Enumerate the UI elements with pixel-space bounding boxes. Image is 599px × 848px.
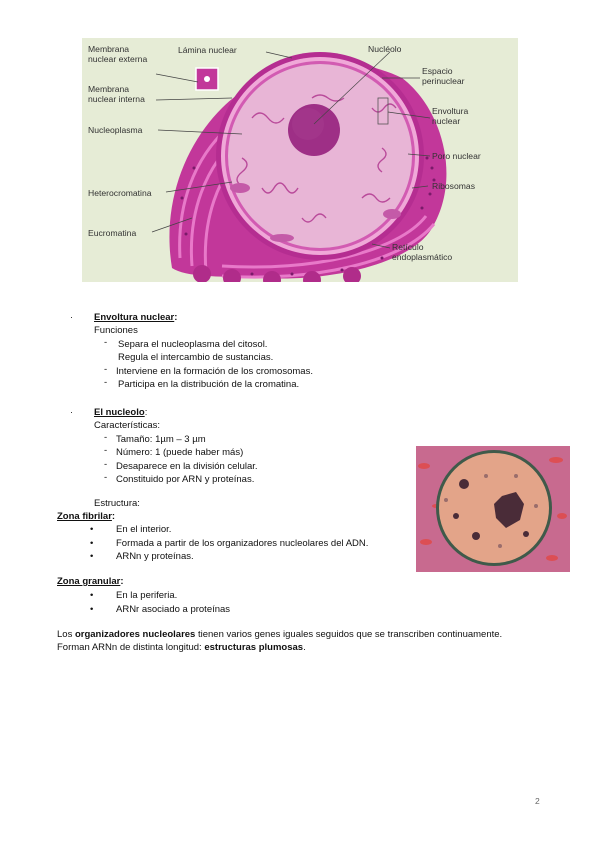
subheading-caracteristicas: Características: <box>94 420 160 431</box>
dash-bullet: - <box>104 459 108 470</box>
round-bullet: • <box>90 551 94 562</box>
paragraph-text: tienen varios genes iguales seguidos que… <box>195 629 503 640</box>
nucleus-micrograph <box>416 446 570 572</box>
paragraph-text: Forman ARNn de distinta longitud: <box>57 642 205 653</box>
heading-nucleolo-colon: : <box>144 407 148 418</box>
dash-bullet: - <box>104 445 108 456</box>
heading-envoltura-text: Envoltura nuclear <box>94 312 175 323</box>
heading-envoltura-colon: : <box>174 312 178 323</box>
label-envoltura-nuclear: Envoltura nuclear <box>432 106 469 126</box>
paragraph-bold: estructuras plumosas <box>204 642 304 653</box>
dash-bullet: - <box>104 377 108 388</box>
label-ribosomas: Ribosomas <box>432 181 475 191</box>
label-espacio-perinuclear: Espacio perinuclear <box>422 66 465 86</box>
round-bullet: • <box>90 604 94 615</box>
list-item: Número: 1 (puede haber más) <box>116 447 244 458</box>
paragraph-line-1: Los organizadores nucleolares tienen var… <box>57 629 502 641</box>
dash-bullet: - <box>104 364 108 375</box>
heading-zona-granular-colon: : <box>120 576 124 587</box>
label-nucleoplasma: Nucleoplasma <box>88 125 143 135</box>
heading-envoltura: Envoltura nuclear: <box>94 312 177 324</box>
dash-bullet: - <box>104 432 108 443</box>
list-item: Formada a partir de los organizadores nu… <box>116 538 369 549</box>
section-bullet: · <box>70 407 73 417</box>
page-number: 2 <box>535 796 540 806</box>
label-membrana-interna: Membrana nuclear interna <box>88 84 145 104</box>
list-item: En el interior. <box>116 524 172 535</box>
label-heterocromatina: Heterocromatina <box>88 188 152 198</box>
heading-zona-fibrilar-text: Zona fibrilar <box>57 511 112 522</box>
list-item: Separa el nucleoplasma del citosol. <box>118 339 268 350</box>
list-item: Constituido por ARN y proteínas. <box>116 474 255 485</box>
section-bullet: · <box>70 312 73 322</box>
subheading-funciones: Funciones <box>94 325 138 336</box>
list-item: Desaparece en la división celular. <box>116 461 258 472</box>
heading-nucleolo: El nucleolo: <box>94 407 147 419</box>
heading-zona-granular: Zona granular: <box>57 576 124 588</box>
heading-zona-granular-text: Zona granular <box>57 576 121 587</box>
label-nucleolo: Nucléolo <box>368 44 402 54</box>
list-item: Interviene en la formación de los cromos… <box>116 366 313 377</box>
label-lamina-nuclear: Lámina nuclear <box>178 45 237 55</box>
label-membrana-externa: Membrana nuclear externa <box>88 44 148 64</box>
paragraph-text: . <box>303 642 306 653</box>
subheading-estructura: Estructura: <box>94 498 140 509</box>
list-item: ARNr asociado a proteínas <box>116 604 231 615</box>
paragraph-bold: organizadores nucleolares <box>74 629 196 640</box>
dash-bullet: - <box>104 337 108 348</box>
list-item: ARNn y proteínas. <box>116 551 194 562</box>
list-item: En la periferia. <box>116 590 178 601</box>
micrograph-image <box>416 446 570 572</box>
round-bullet: • <box>90 538 94 549</box>
dash-bullet: - <box>104 472 108 483</box>
list-item: Tamaño: 1µm – 3 µm <box>116 434 206 445</box>
list-item: Regula el intercambio de sustancias. <box>118 352 274 363</box>
nucleus-illustration <box>151 51 447 282</box>
label-reticulo: Retículo endoplasmático <box>392 242 453 262</box>
label-poro-nuclear: Poro nuclear <box>432 151 481 161</box>
paragraph-text: Los <box>57 629 75 640</box>
label-eucromatina: Eucromatina <box>88 228 137 238</box>
list-item: Participa en la distribución de la croma… <box>118 379 300 390</box>
heading-zona-fibrilar: Zona fibrilar: <box>57 511 115 523</box>
heading-nucleolo-text: El nucleolo <box>94 407 145 418</box>
paragraph-line-2: Forman ARNn de distinta longitud: estruc… <box>57 642 306 654</box>
round-bullet: • <box>90 590 94 601</box>
heading-zona-fibrilar-colon: : <box>111 511 116 522</box>
nucleus-diagram: Membrana nuclear externa Membrana nuclea… <box>82 38 518 282</box>
round-bullet: • <box>90 524 94 535</box>
